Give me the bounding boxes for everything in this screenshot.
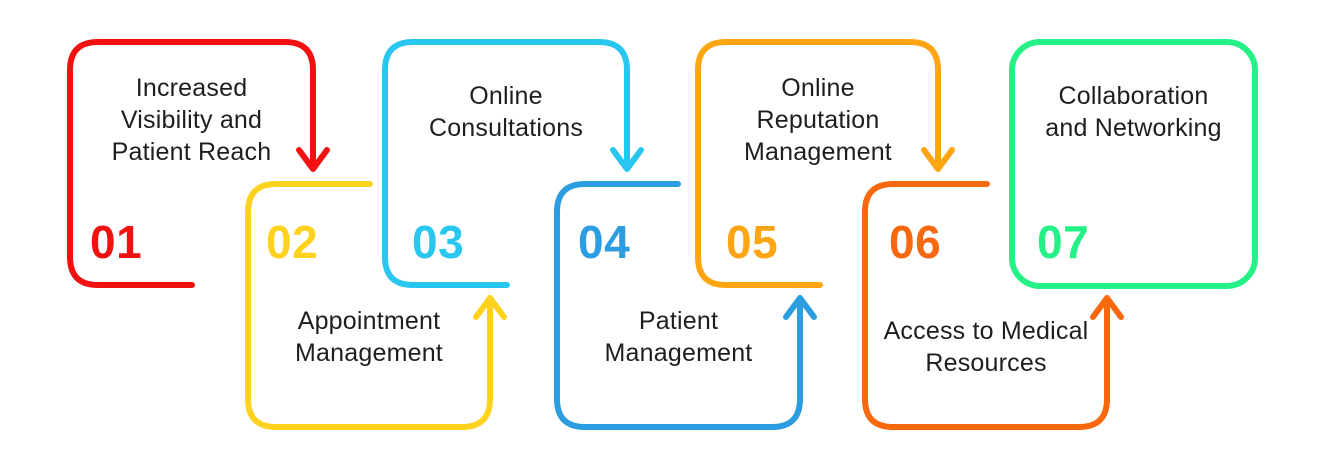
step-1-label: Increased Visibility and Patient Reach (111, 74, 272, 166)
step-1-arrow-down-icon (296, 147, 330, 172)
step-3-label: Online Consultations (428, 82, 584, 142)
step-3-box-outline (382, 39, 630, 288)
step-5-label: Online Reputation Management (744, 74, 892, 166)
step-7-label: Collaboration and Networking (1045, 82, 1222, 142)
step-4-label: Patient Management (604, 307, 753, 367)
step-6-arrow-up-icon (1090, 295, 1124, 320)
step-2-number: 02 (266, 216, 318, 268)
step-1-number: 01 (90, 216, 142, 268)
step-2-box-outline (245, 181, 493, 430)
step-4-arrow-up-icon (783, 295, 817, 320)
step-6-number: 06 (889, 216, 941, 268)
step-5-box-outline (695, 39, 941, 288)
step-4-box-outline (554, 181, 803, 430)
step-7-box-outline (1009, 39, 1258, 289)
step-5-arrow-down-icon (921, 147, 955, 172)
step-2-label: Appointment Management (295, 307, 443, 367)
step-6-label: Access to Medical Resources (883, 317, 1089, 377)
step-3-arrow-down-icon (610, 147, 644, 172)
step-7-number: 07 (1037, 216, 1089, 268)
step-1-box-outline (67, 39, 316, 288)
step-2-arrow-up-icon (473, 295, 507, 320)
step-6-box-outline (862, 181, 1110, 430)
step-4-number: 04 (578, 216, 630, 268)
step-5-number: 05 (726, 216, 778, 268)
step-3-number: 03 (412, 216, 464, 268)
